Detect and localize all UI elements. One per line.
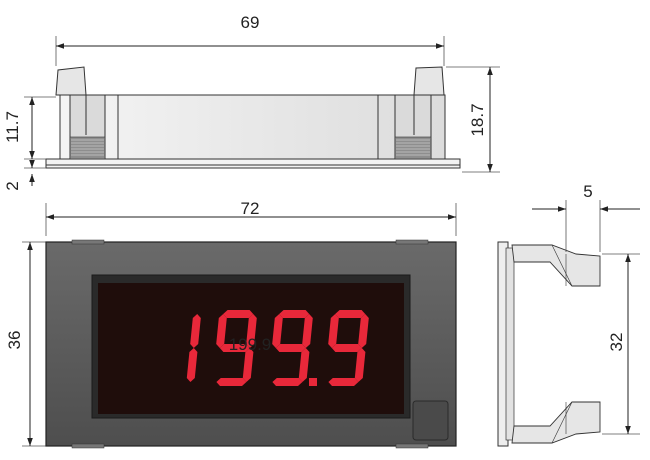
side-view: 5 32 — [497, 182, 640, 447]
dim-side-depth: 5 — [583, 182, 592, 201]
digit-segment — [272, 314, 283, 348]
digit-segment — [335, 310, 366, 318]
digit-segment — [298, 348, 310, 382]
display-digits — [186, 310, 369, 386]
dim-bottom-gap: 2 — [3, 181, 22, 190]
dim-top-width: 69 — [241, 13, 260, 32]
display-digit — [328, 310, 369, 386]
top-view-left-clip — [55, 66, 106, 160]
digit-segment — [328, 314, 339, 348]
display-digit — [186, 314, 201, 382]
digit-segment — [272, 378, 303, 386]
dim-front-width: 72 — [241, 199, 260, 218]
dim-top-height-left: 11.7 — [3, 111, 22, 143]
digit-segment — [358, 314, 369, 348]
digit-segment — [331, 344, 362, 352]
display-digit — [272, 310, 313, 386]
decimal-point — [309, 378, 317, 386]
front-view: 72 36 199.9 — [5, 199, 457, 449]
top-view-right-clip — [394, 66, 445, 160]
digit-segment — [216, 314, 227, 348]
digit-segment — [216, 378, 247, 386]
digit-segment — [354, 348, 366, 382]
dim-side-height: 32 — [607, 333, 626, 352]
digit-segment — [190, 314, 201, 348]
digit-segment — [223, 310, 254, 318]
dim-top-height-right: 18.7 — [468, 103, 487, 136]
digit-segment — [275, 344, 306, 352]
digit-segment — [328, 378, 359, 386]
meter-adjust-window — [412, 400, 449, 441]
display-reading: 199.9 — [229, 335, 272, 354]
digit-segment — [302, 314, 313, 348]
digit-segment — [186, 348, 198, 382]
digit-segment — [246, 314, 257, 348]
digit-segment — [219, 344, 250, 352]
top-view: 69 18.7 11.7 2 — [3, 13, 500, 191]
side-view-top-clip — [511, 244, 601, 287]
top-view-bezel-lip — [45, 158, 461, 169]
digit-segment — [242, 348, 254, 382]
digit-segment — [279, 310, 310, 318]
top-view-body — [59, 94, 446, 160]
dim-front-height: 36 — [5, 331, 24, 350]
display-digit — [216, 310, 257, 386]
side-view-bottom-clip — [511, 401, 601, 444]
